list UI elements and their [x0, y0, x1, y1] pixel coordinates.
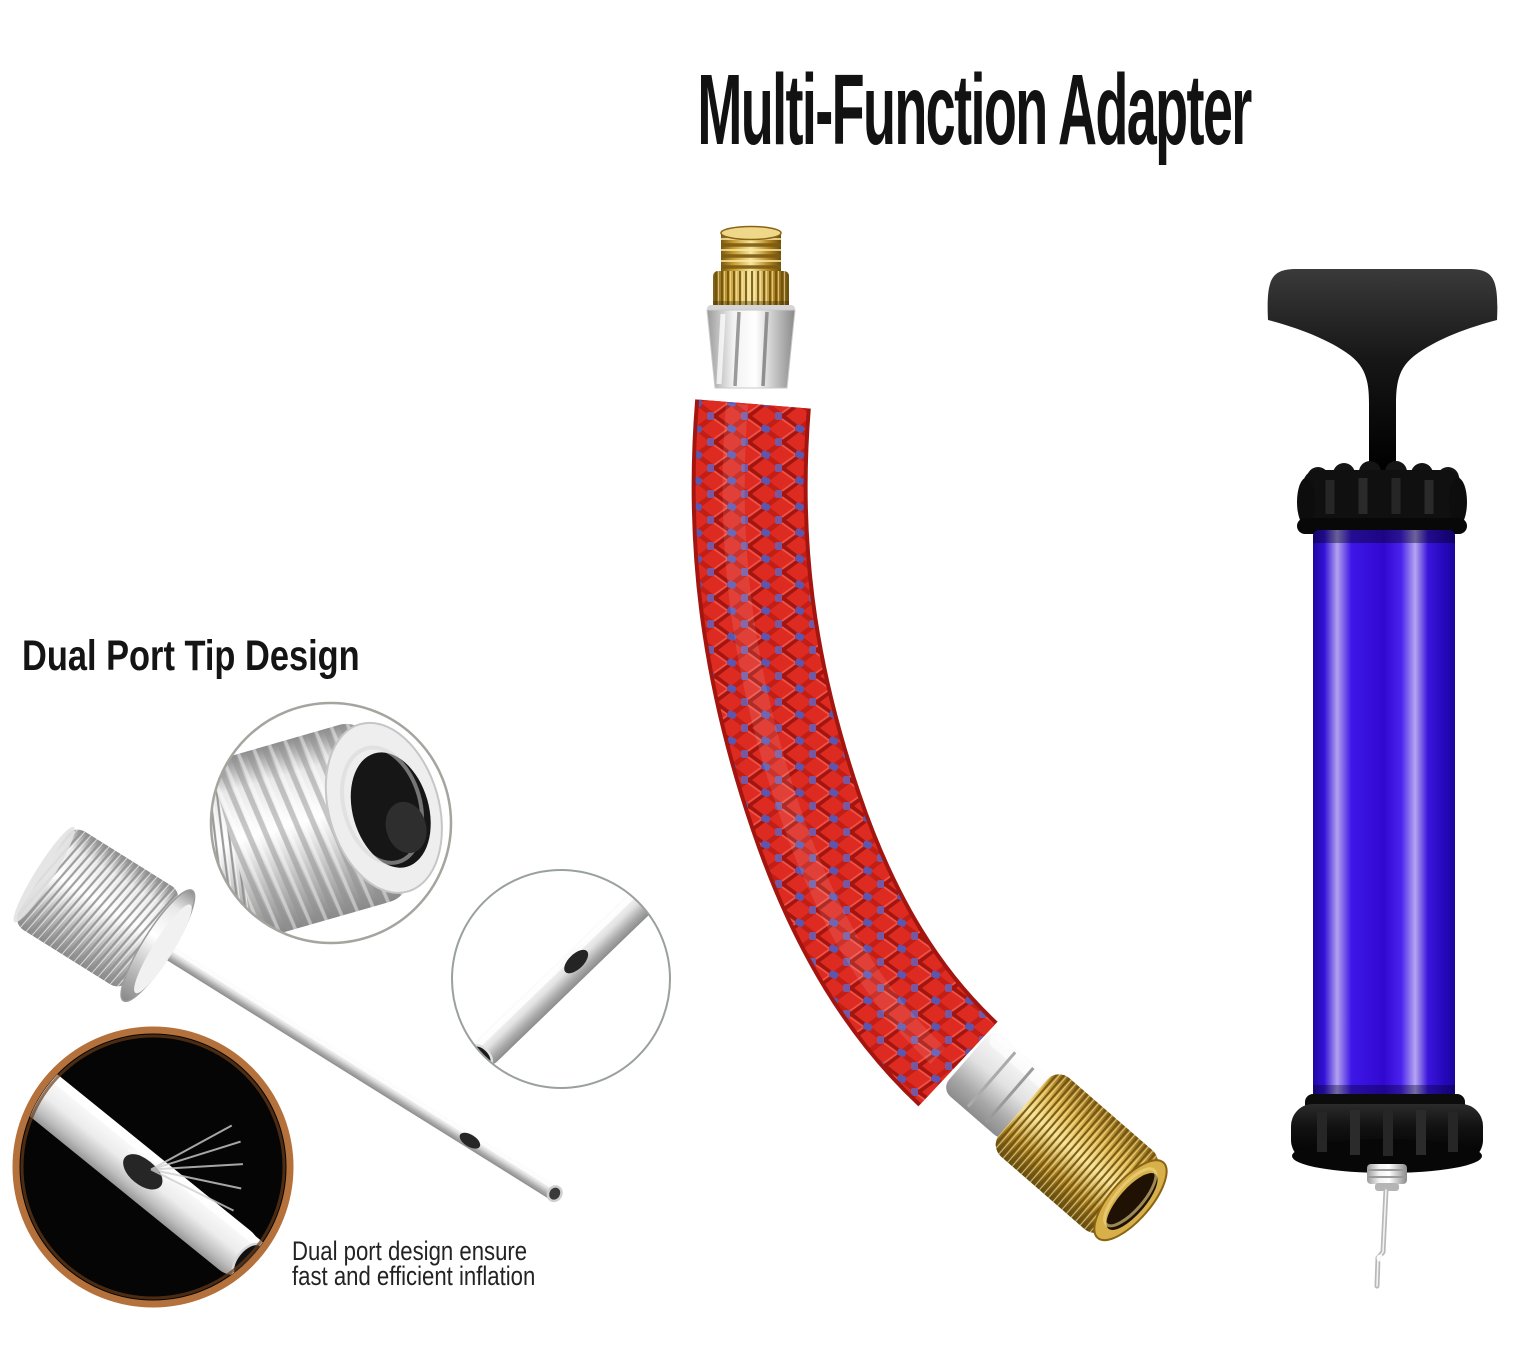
- needle-tube-callout: [451, 869, 671, 1089]
- needle-end-port: [546, 1185, 563, 1203]
- pump-barrel: [1313, 530, 1455, 1103]
- page-title: Multi-Function Adapter: [697, 54, 1252, 166]
- nut-threaded-opening: [1106, 1172, 1158, 1230]
- dark-circle-inner-rim: [20, 1034, 286, 1300]
- braided-hose-adapter-photo: [691, 225, 1168, 1242]
- dual-port-caption: Dual port design ensure fast and efficie…: [292, 1236, 536, 1291]
- hose-bottom-brass-nut: [995, 1074, 1168, 1242]
- hose-top-silver-crimp: [706, 305, 796, 389]
- caption-line-2: fast and efficient inflation: [292, 1261, 536, 1291]
- spray-closeup: [20, 1056, 286, 1300]
- pump-top-collar: [1297, 461, 1467, 534]
- inflation-needle-photo: [13, 826, 563, 1203]
- dual-port-tip-label: Dual Port Tip Design: [22, 632, 360, 680]
- pump-t-handle: [1267, 269, 1498, 470]
- hose-top-brass-fitting: [713, 225, 789, 309]
- hose-braid: [695, 399, 996, 1104]
- pump-needle-fitting: [1367, 1164, 1407, 1191]
- needle-side-port: [459, 1132, 481, 1149]
- hand-pump-photo: [1267, 269, 1498, 1289]
- callout-ring: [209, 701, 453, 945]
- dark-circle-rim: [12, 1026, 294, 1308]
- dual-port-spray-callout: [12, 1026, 294, 1308]
- thread-tip-callout: [182, 701, 453, 949]
- callout-ring: [451, 869, 671, 1089]
- pump-needle: [1374, 1187, 1389, 1289]
- needle-shaft: [149, 937, 562, 1201]
- caption-line-1: Dual port design ensure: [292, 1236, 528, 1266]
- pump-bottom-cap: [1291, 1094, 1483, 1173]
